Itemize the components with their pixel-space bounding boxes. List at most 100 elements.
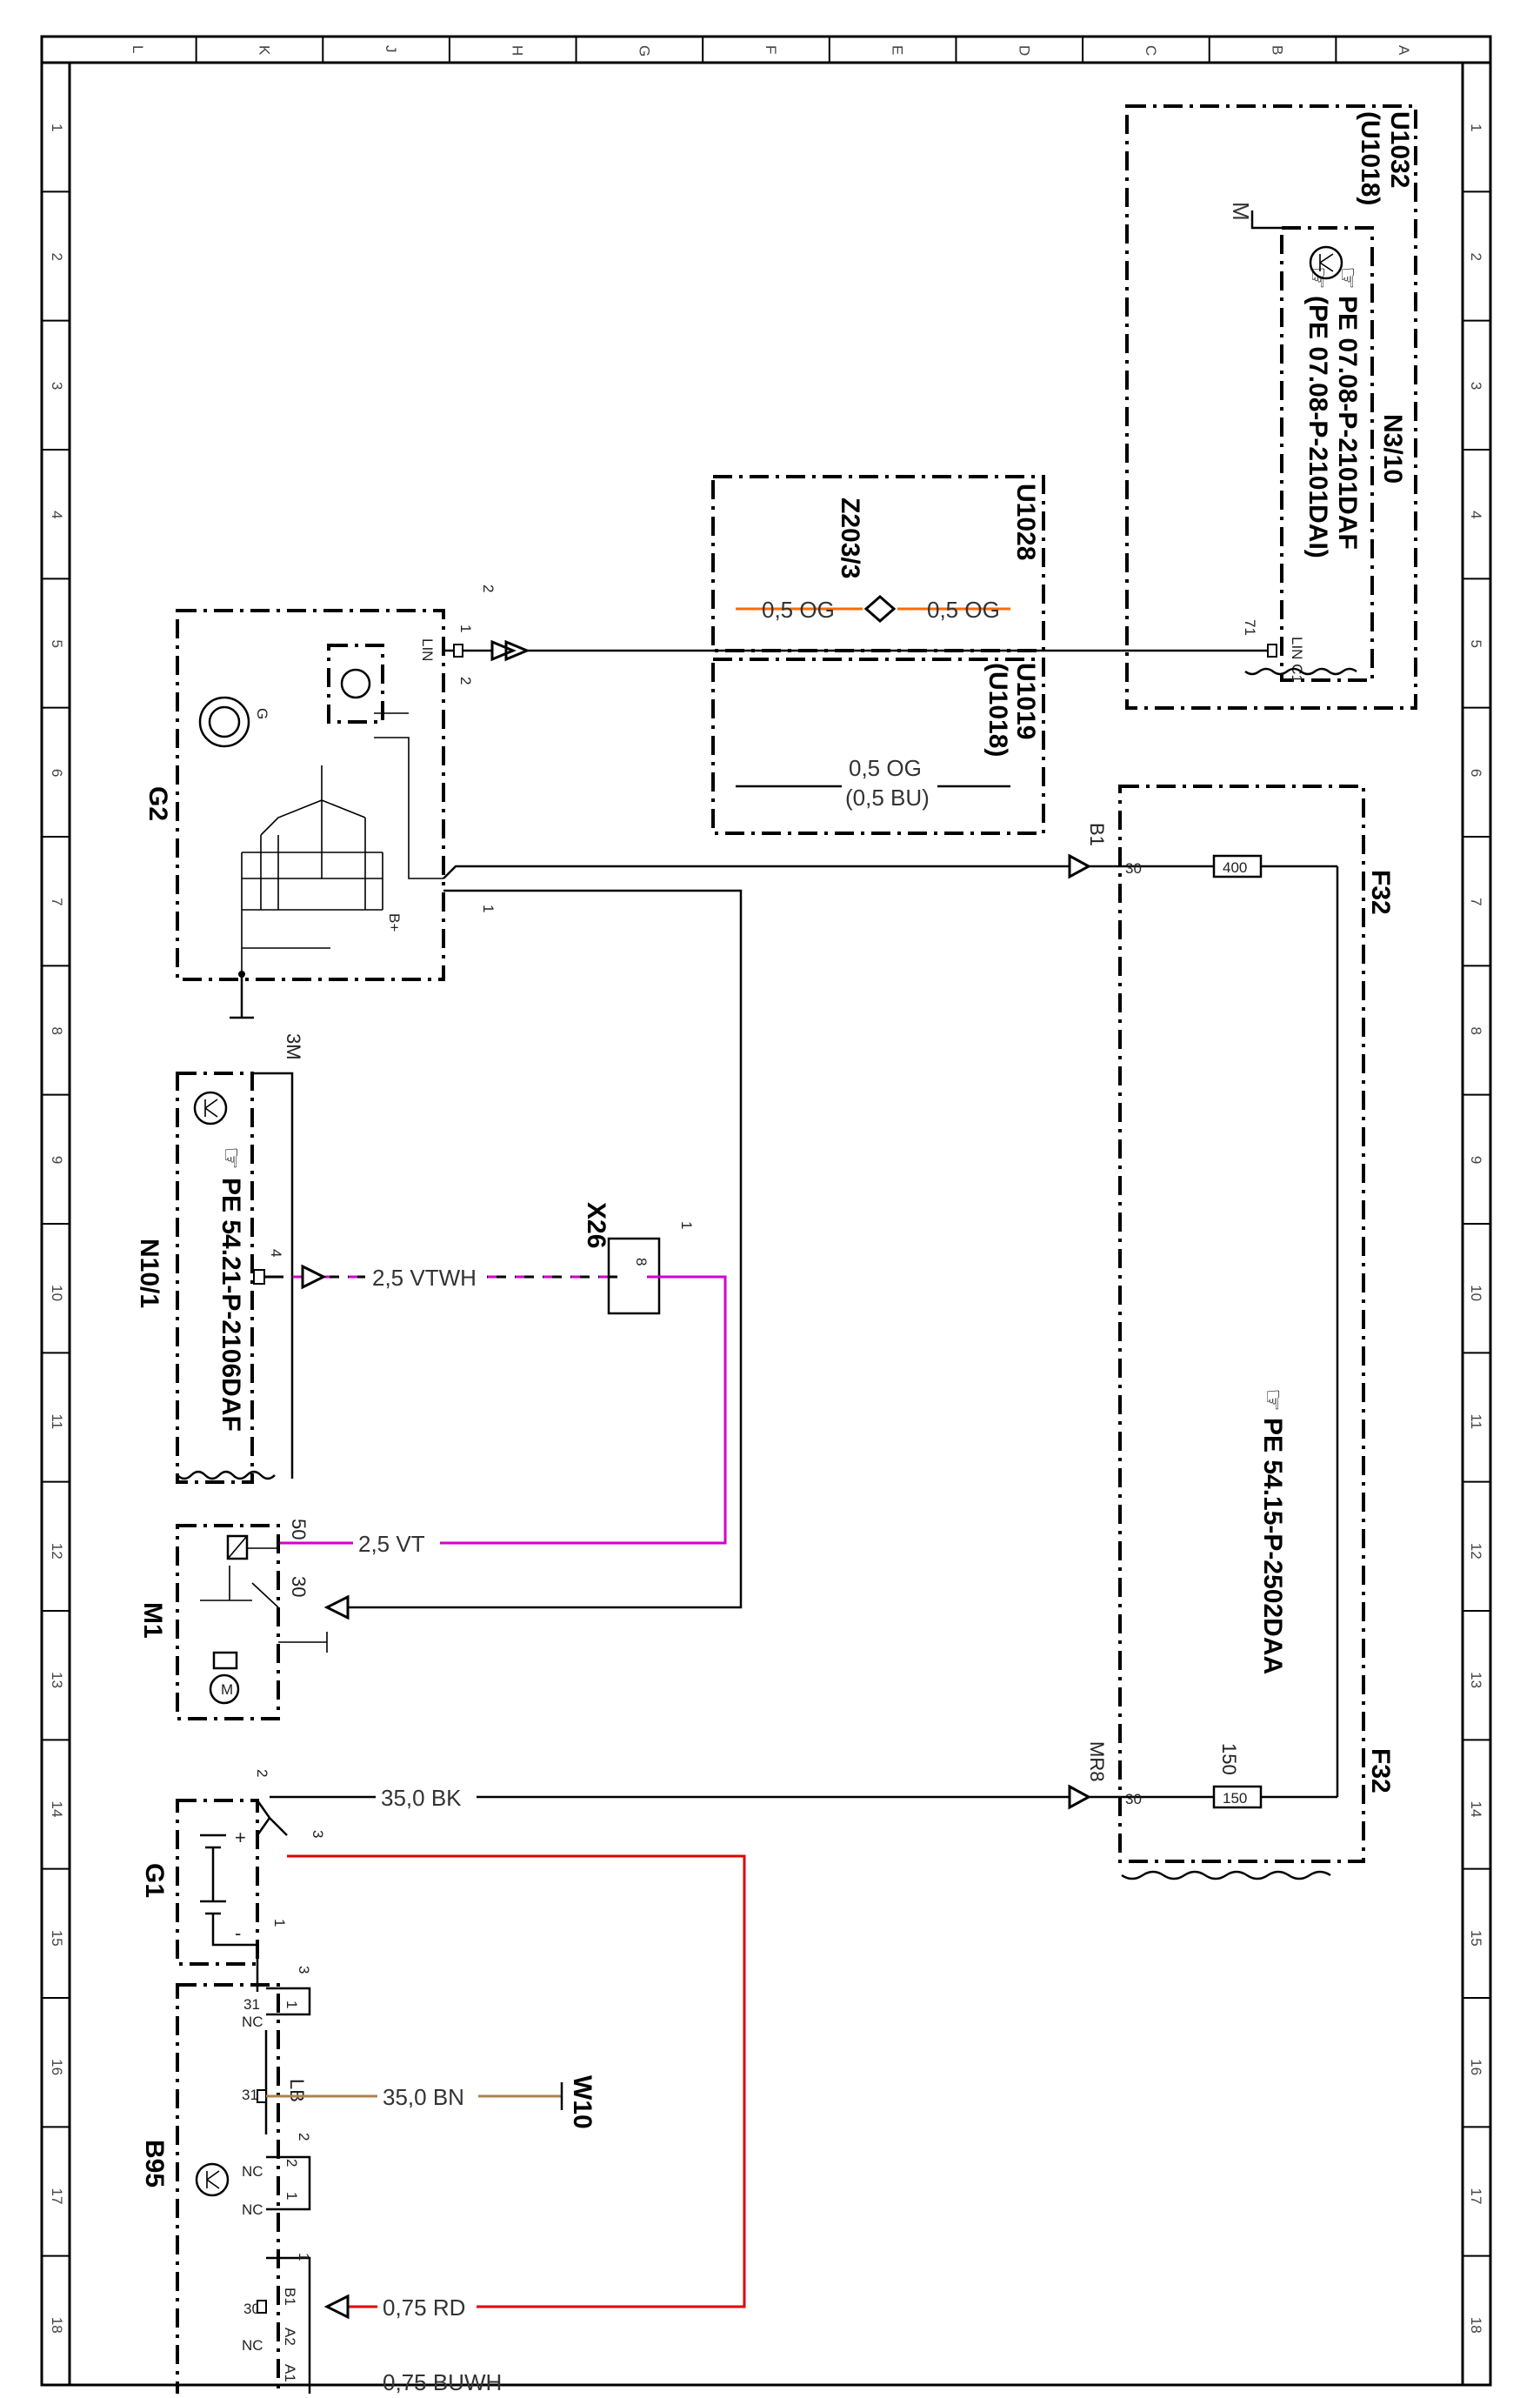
b95-b1: B1 — [282, 2288, 298, 2306]
row-number: 2 — [49, 253, 65, 261]
g2-lin-label: LIN — [419, 638, 436, 661]
column-letter: J — [383, 45, 399, 53]
fuse-150-value: 150 — [1223, 1790, 1247, 1807]
w10-label: W10 — [568, 2075, 597, 2129]
row-number: 11 — [1468, 1414, 1484, 1430]
connector-b1 — [1068, 853, 1092, 879]
row-number: 13 — [49, 1672, 65, 1688]
splice-icon — [863, 595, 897, 623]
wire-buwh-cut-label: 0,75 BUWH — [383, 2369, 502, 2394]
sensor-icon — [195, 2162, 230, 2197]
n10-1-label: N10/1 — [135, 1239, 163, 1308]
g2-pin-2: 2 — [480, 584, 497, 592]
b95-30: 30 — [243, 2301, 260, 2317]
b-plus-wire — [443, 865, 1070, 879]
b95-lb: LB — [286, 2079, 308, 2102]
connector-mr8 — [1068, 1784, 1092, 1810]
g2-regulator-box — [327, 644, 384, 724]
b95-pin-1: 1 — [283, 2001, 300, 2008]
wire-vtwh-label: 2,5 VTWH — [372, 1265, 477, 1291]
motor-icon — [209, 1673, 240, 1705]
row-number: 16 — [49, 2059, 65, 2075]
b95-label: B95 — [140, 2140, 169, 2188]
b95-31: 31 — [242, 2087, 258, 2103]
g2-bplus-label: B+ — [386, 913, 403, 932]
wire-og-label-u1019: 0,5 OG — [849, 755, 922, 781]
row-number: 3 — [49, 382, 65, 390]
row-number: 3 — [1468, 382, 1484, 390]
sheet-frame — [40, 35, 1492, 2387]
column-letter: H — [510, 45, 526, 56]
row-number: 16 — [1468, 2059, 1484, 2075]
g2-g-label: G — [254, 708, 270, 719]
n10-1-box — [176, 1072, 254, 1484]
wavy-cut — [1244, 667, 1357, 676]
row-number: 14 — [49, 1801, 65, 1818]
m1-box — [176, 1524, 280, 1720]
row-number: 9 — [1468, 1156, 1484, 1164]
row-number: 12 — [1468, 1543, 1484, 1560]
column-letter: K — [256, 45, 272, 56]
f32-label-top: F32 — [1366, 870, 1395, 915]
u1032-label: U1032 — [1385, 111, 1414, 188]
b95-nc-top: NC — [242, 2014, 263, 2030]
z203-label: Z203/3 — [836, 498, 864, 578]
wire-og-label-right: 0,5 OG — [927, 597, 1000, 623]
n10-1-ref: PE 54.21-P-2106DAF — [217, 1178, 245, 1432]
row-number: 13 — [1468, 1672, 1484, 1688]
m1-label: M1 — [138, 1602, 167, 1639]
x26-pin-1: 1 — [678, 1221, 695, 1229]
n10-1-pin-3m: 3M — [283, 1033, 304, 1060]
n10-1-3m-lead — [252, 1072, 294, 1479]
regulator-icon — [340, 668, 371, 699]
g1-pin-2: 2 — [254, 1769, 270, 1777]
rectifier-bridge — [241, 712, 443, 974]
hand-pointer-icon: ☞ — [217, 1146, 245, 1170]
row-number: 18 — [49, 2317, 65, 2334]
b95-a1: A1 — [282, 2364, 298, 2382]
f32-pin-30-bottom: 30 — [1125, 1791, 1142, 1807]
f32-label-bottom: F32 — [1366, 1748, 1395, 1793]
row-number: 1 — [1468, 124, 1484, 131]
wire-rd-label: 0,75 RD — [383, 2294, 465, 2321]
f32-ref: PE 54.15-P-2502DAA — [1258, 1418, 1287, 1674]
b95-pin-2: 2 — [296, 2133, 312, 2141]
wire-vt-label: 2,5 VT — [358, 1531, 425, 1557]
f32-box — [1118, 785, 1365, 1863]
lin-connector — [490, 639, 530, 662]
b95-31-top: 31 — [243, 1996, 260, 2013]
g2-pin-1b: 1 — [480, 905, 497, 912]
row-number: 1 — [49, 124, 65, 131]
u1032-box — [1125, 104, 1417, 710]
g1-plus: + — [235, 1827, 246, 1848]
b95-pin-3: 3 — [296, 1966, 312, 1974]
u1032-alt-label: (U1018) — [1356, 111, 1384, 205]
fuse-400-value: 400 — [1223, 859, 1247, 876]
column-letter: C — [1143, 45, 1159, 56]
row-number: 4 — [49, 511, 65, 518]
m1-motor-m: M — [221, 1681, 233, 1698]
u1028-label: U1028 — [1011, 484, 1040, 560]
column-letter: L — [130, 45, 146, 53]
fuse-150-label: 150 — [1218, 1743, 1240, 1775]
row-number: 8 — [1468, 1027, 1484, 1035]
column-letter: B — [1270, 45, 1286, 55]
n3-10-ref2: (PE 07.08-P-2101DAI) — [1303, 296, 1332, 558]
row-number: 5 — [49, 640, 65, 648]
g1-box — [176, 1799, 259, 1966]
wavy-cut — [177, 1470, 276, 1480]
x26-pin-8: 8 — [633, 1258, 650, 1266]
column-letter: A — [1396, 45, 1412, 56]
u1019-alt-label: (U1018) — [983, 663, 1012, 757]
connector-n10-1 — [301, 1264, 327, 1290]
wire-og-label-left: 0,5 OG — [762, 597, 835, 623]
row-number: 6 — [1468, 769, 1484, 777]
row-number: 7 — [1468, 898, 1484, 905]
u1028-box — [711, 475, 1045, 652]
g1-switch — [256, 1800, 288, 1836]
row-number: 18 — [1468, 2317, 1484, 2334]
column-letter: G — [636, 45, 652, 57]
b95-pins — [256, 1947, 311, 2394]
